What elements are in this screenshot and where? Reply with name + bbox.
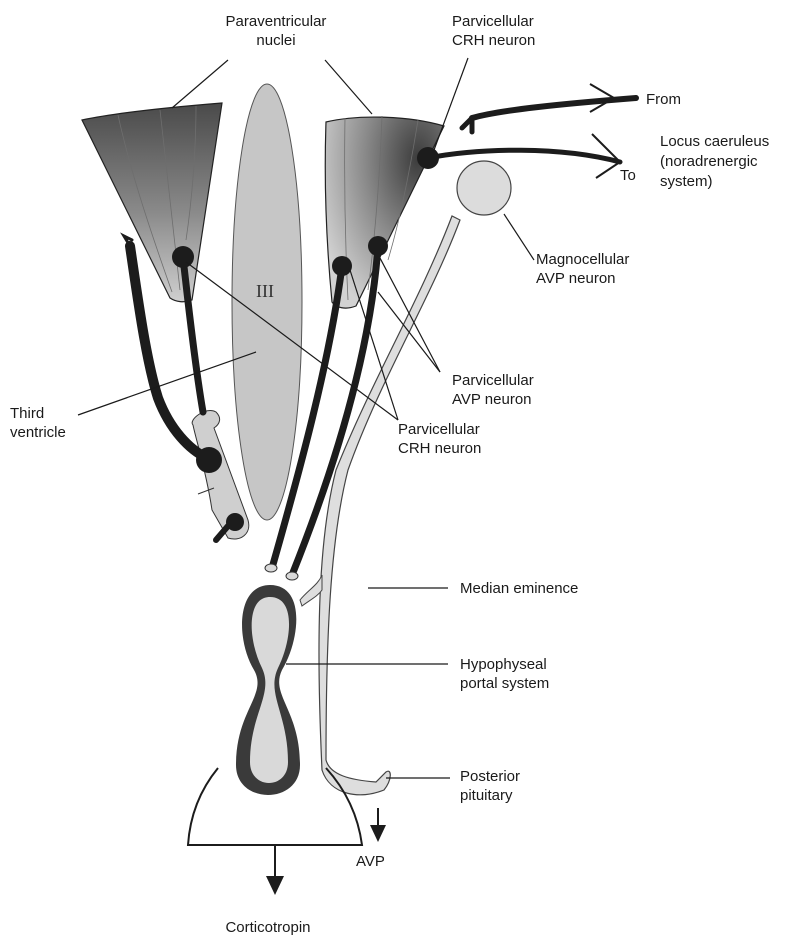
label-magnocellular-avp: Magnocellular AVP neuron — [536, 251, 629, 287]
label-third-ventricle-line1: Third — [10, 405, 44, 422]
label-locus-line3: system) — [660, 173, 713, 190]
label-parvi-crh-mid-line2: CRH neuron — [398, 440, 481, 457]
label-parvi-avp-line1: Parvicellular — [452, 372, 534, 389]
label-locus-line2: (noradrenergic — [660, 153, 758, 170]
label-posterior-line1: Posterior — [460, 768, 520, 785]
third-ventricle-numeral: III — [256, 281, 274, 301]
label-parvi-crh-top-line2: CRH neuron — [452, 32, 535, 49]
label-paraventricular-line2: nuclei — [256, 32, 295, 49]
label-parvi-avp-line2: AVP neuron — [452, 391, 532, 408]
label-parvi-crh-mid-line1: Parvicellular — [398, 421, 480, 438]
third-ventricle-shape — [232, 84, 302, 520]
label-parvicellular-crh-mid: Parvicellular CRH neuron — [398, 421, 481, 457]
label-hypophyseal-portal: Hypophyseal portal system — [460, 656, 549, 692]
label-locus-caeruleus: Locus caeruleus (noradrenergic system) — [660, 133, 769, 190]
label-from: From — [646, 91, 681, 108]
label-paraventricular-nuclei: Paraventricular nuclei — [226, 13, 327, 49]
avp-release-arrow — [370, 808, 386, 842]
left-crh-neuron — [124, 236, 249, 540]
label-avp: AVP — [356, 853, 385, 870]
label-posterior-line2: pituitary — [460, 787, 513, 804]
label-posterior-pituitary: Posterior pituitary — [460, 768, 520, 804]
label-parvi-crh-top-line1: Parvicellular — [452, 13, 534, 30]
label-third-ventricle-line2: ventricle — [10, 424, 66, 441]
label-parvicellular-avp: Parvicellular AVP neuron — [452, 372, 534, 408]
locus-caeruleus-fibers — [417, 84, 636, 178]
label-to: To — [620, 167, 636, 184]
label-parvicellular-crh-top: Parvicellular CRH neuron — [452, 13, 535, 49]
left-paraventricular-nucleus — [82, 103, 222, 302]
label-magno-line1: Magnocellular — [536, 251, 629, 268]
label-magno-line2: AVP neuron — [536, 270, 616, 287]
label-paraventricular-line1: Paraventricular — [226, 13, 327, 30]
label-portal-line1: Hypophyseal — [460, 656, 547, 673]
label-third-ventricle: Third ventricle — [10, 405, 66, 441]
label-median-eminence: Median eminence — [460, 580, 578, 597]
label-corticotropin: Corticotropin — [225, 919, 310, 936]
hypophyseal-portal-system — [236, 585, 300, 795]
label-locus-line1: Locus caeruleus — [660, 133, 769, 150]
label-portal-line2: portal system — [460, 675, 549, 692]
